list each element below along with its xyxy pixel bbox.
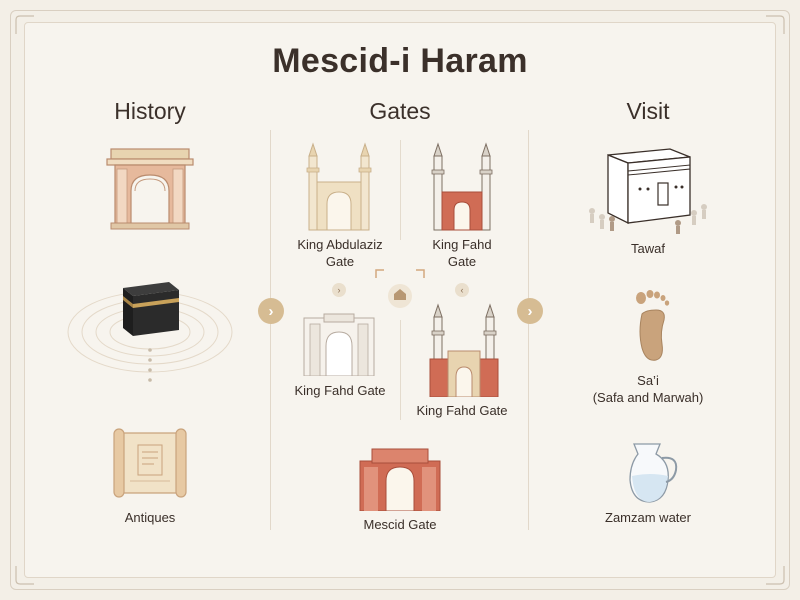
page-title: Mescid-i Haram — [272, 42, 528, 80]
gate1-label: King Abdulaziz Gate — [297, 237, 383, 269]
next-arrow-button[interactable]: › — [517, 298, 543, 324]
corner-ornament-icon — [15, 15, 34, 34]
chevron-left-icon[interactable]: ‹ — [455, 283, 469, 297]
visit-heading: Visit — [626, 98, 670, 124]
chevron-right-icon[interactable]: › — [332, 283, 346, 297]
gate-icon[interactable] — [428, 303, 500, 397]
kaaba-orbit-icon[interactable] — [65, 270, 235, 385]
gate-icon[interactable] — [426, 142, 498, 232]
corner-ornament-icon — [766, 566, 785, 585]
next-arrow-button[interactable]: › — [258, 298, 284, 324]
antiques-label: Antiques — [124, 510, 176, 525]
arch-icon[interactable] — [105, 145, 195, 231]
gate-icon[interactable] — [303, 142, 375, 232]
gate-icon[interactable] — [358, 447, 442, 511]
sai-label: Sa’i (Safa and Marwah) — [592, 373, 704, 405]
corner-ornament-icon — [766, 15, 785, 34]
gates-divider — [400, 140, 401, 240]
gates-heading: Gates — [369, 98, 431, 124]
column-divider — [528, 130, 529, 530]
outer-frame — [10, 10, 790, 590]
focus-frame-icon[interactable] — [374, 268, 426, 320]
zamzam-label: Zamzam water — [605, 510, 691, 525]
column-divider — [270, 130, 271, 530]
gate-icon[interactable] — [302, 312, 376, 376]
history-heading: History — [114, 98, 186, 124]
gate3-label: King Fahd Gate — [294, 383, 386, 398]
kaaba-tawaf-icon[interactable] — [584, 143, 716, 235]
footprint-icon[interactable] — [632, 288, 672, 364]
gates-divider — [400, 320, 401, 420]
gate2-label: King Fahd Gate — [432, 237, 492, 269]
corner-ornament-icon — [15, 566, 34, 585]
water-jug-icon[interactable] — [626, 440, 682, 504]
gate5-label: Mescid Gate — [363, 517, 437, 532]
tawaf-label: Tawaf — [631, 241, 665, 256]
gate4-label: King Fahd Gate — [416, 403, 508, 418]
scroll-icon[interactable] — [110, 425, 190, 501]
